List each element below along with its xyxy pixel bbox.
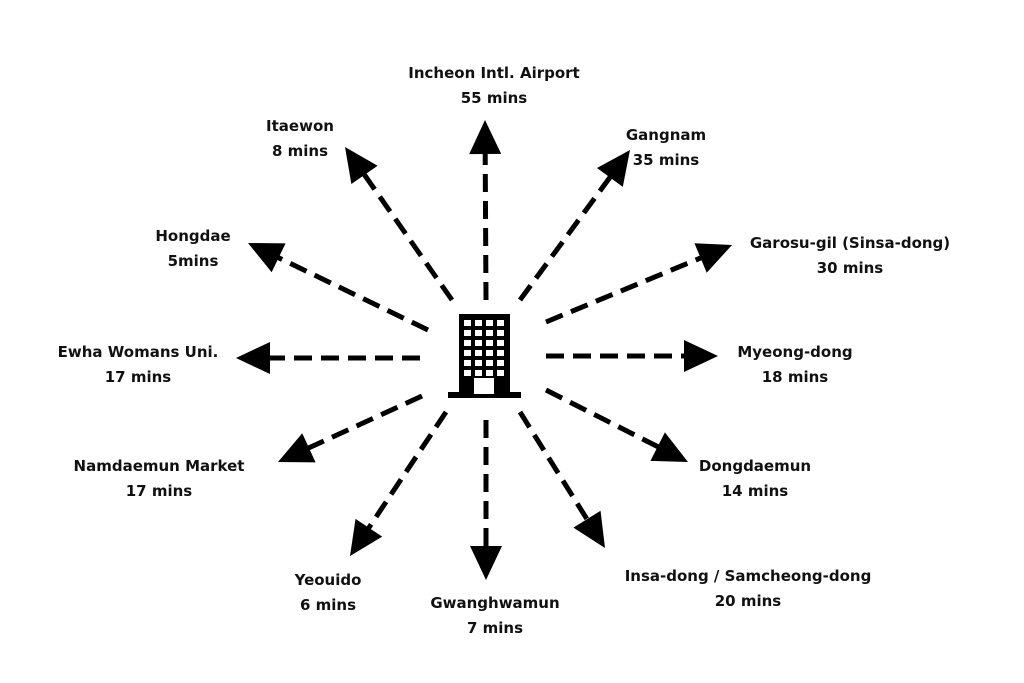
destination-label-dongdaemun: Dongdaemun 14 mins [699,457,811,500]
destination-name: Dongdaemun [699,457,811,475]
destination-name: Insa-dong / Samcheong-dong [625,567,872,585]
destination-name: Incheon Intl. Airport [408,64,579,82]
arrow-gangnam [517,150,630,302]
arrow-head [573,510,605,548]
destination-label-insa-dong: Insa-dong / Samcheong-dong 20 mins [625,567,872,610]
arrow-dongdaemun [544,387,688,462]
arrow-incheon [469,120,502,301]
arrow-myeong-dong [546,340,718,372]
travel-time: 7 mins [467,619,523,637]
travel-time: 5mins [168,252,219,270]
travel-time: 17 mins [126,482,193,500]
travel-time: 20 mins [715,592,782,610]
office-building-icon [448,314,521,398]
travel-time: 55 mins [461,89,528,107]
destination-label-hongdae: Hongdae 5mins [155,227,230,270]
arrow-head [236,342,270,374]
destination-label-ewha: Ewha Womans Uni. 17 mins [58,343,219,386]
arrow-namdaemun [278,393,424,463]
travel-time: 17 mins [105,368,172,386]
destination-label-yeouido: Yeouido 6 mins [294,571,362,614]
arrow-head [470,546,502,580]
destination-label-myeong-dong: Myeong-dong 18 mins [737,343,852,386]
arrow-shaft [361,171,455,302]
destination-name: Ewha Womans Uni. [58,343,219,361]
destination-label-garosu-gil: Garosu-gil (Sinsa-dong) 30 mins [750,234,950,277]
arrow-head [469,120,502,155]
arrow-head [684,340,718,372]
arrow-shaft [545,254,704,325]
destination-label-gangnam: Gangnam 35 mins [626,126,706,169]
arrow-shaft [365,410,449,531]
arrow-head [248,243,286,273]
arrow-head [694,243,732,273]
arrow-garosu-gil [545,243,732,325]
destination-label-incheon: Incheon Intl. Airport 55 mins [408,64,579,107]
travel-time: 30 mins [817,259,884,277]
travel-time: 6 mins [300,596,356,614]
travel-time: 8 mins [272,142,328,160]
destination-name: Gangnam [626,126,706,144]
arrow-itaewon [345,147,455,302]
arrow-head [650,432,688,462]
arrow-gwanghwamun [470,420,502,580]
arrow-shaft [517,410,591,523]
destination-name: Hongdae [155,227,230,245]
destination-name: Namdaemun Market [74,457,245,475]
destination-label-gwanghwamun: Gwanghwamun 7 mins [430,594,559,637]
destination-label-itaewon: Itaewon 8 mins [266,117,334,160]
arrow-shaft [275,254,430,333]
travel-time: 18 mins [762,368,829,386]
arrow-head [278,433,316,463]
destination-name: Garosu-gil (Sinsa-dong) [750,234,950,252]
destination-label-namdaemun: Namdaemun Market 17 mins [74,457,245,500]
arrow-shaft [517,174,614,302]
arrow-head [596,150,630,187]
destination-name: Gwanghwamun [430,594,559,612]
arrow-ewha [236,342,420,374]
arrow-yeouido [350,410,449,556]
destination-name: Itaewon [266,117,334,135]
destination-name: Myeong-dong [737,343,852,361]
destination-name: Yeouido [294,571,362,589]
arrow-head [345,147,378,185]
travel-time: 35 mins [633,151,700,169]
arrow-shaft [482,151,489,301]
arrow-shaft [544,387,661,450]
travel-time: 14 mins [722,482,789,500]
arrow-hongdae [248,243,430,333]
arrow-head [350,518,383,556]
arrow-shaft [306,393,424,451]
arrow-insa-dong [517,410,605,548]
